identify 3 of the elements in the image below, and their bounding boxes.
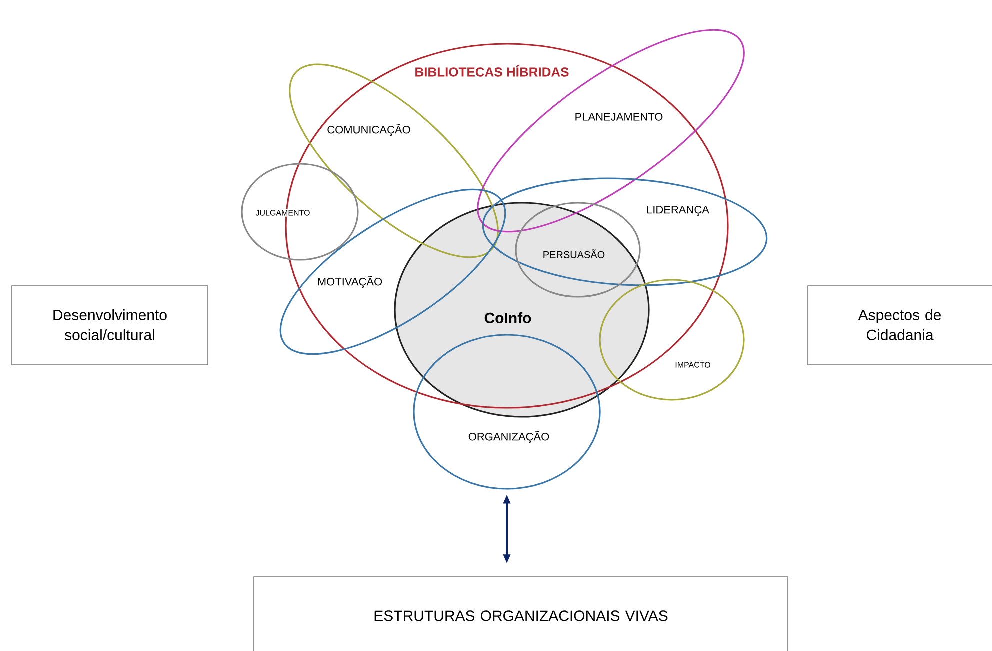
- text-box: Aspectos de Cidadania: [808, 286, 992, 366]
- text-box: ESTRUTURAS ORGANIZACIONAIS VIVAS: [254, 576, 788, 651]
- text-box: Desenvolvimento social/cultural: [12, 286, 208, 366]
